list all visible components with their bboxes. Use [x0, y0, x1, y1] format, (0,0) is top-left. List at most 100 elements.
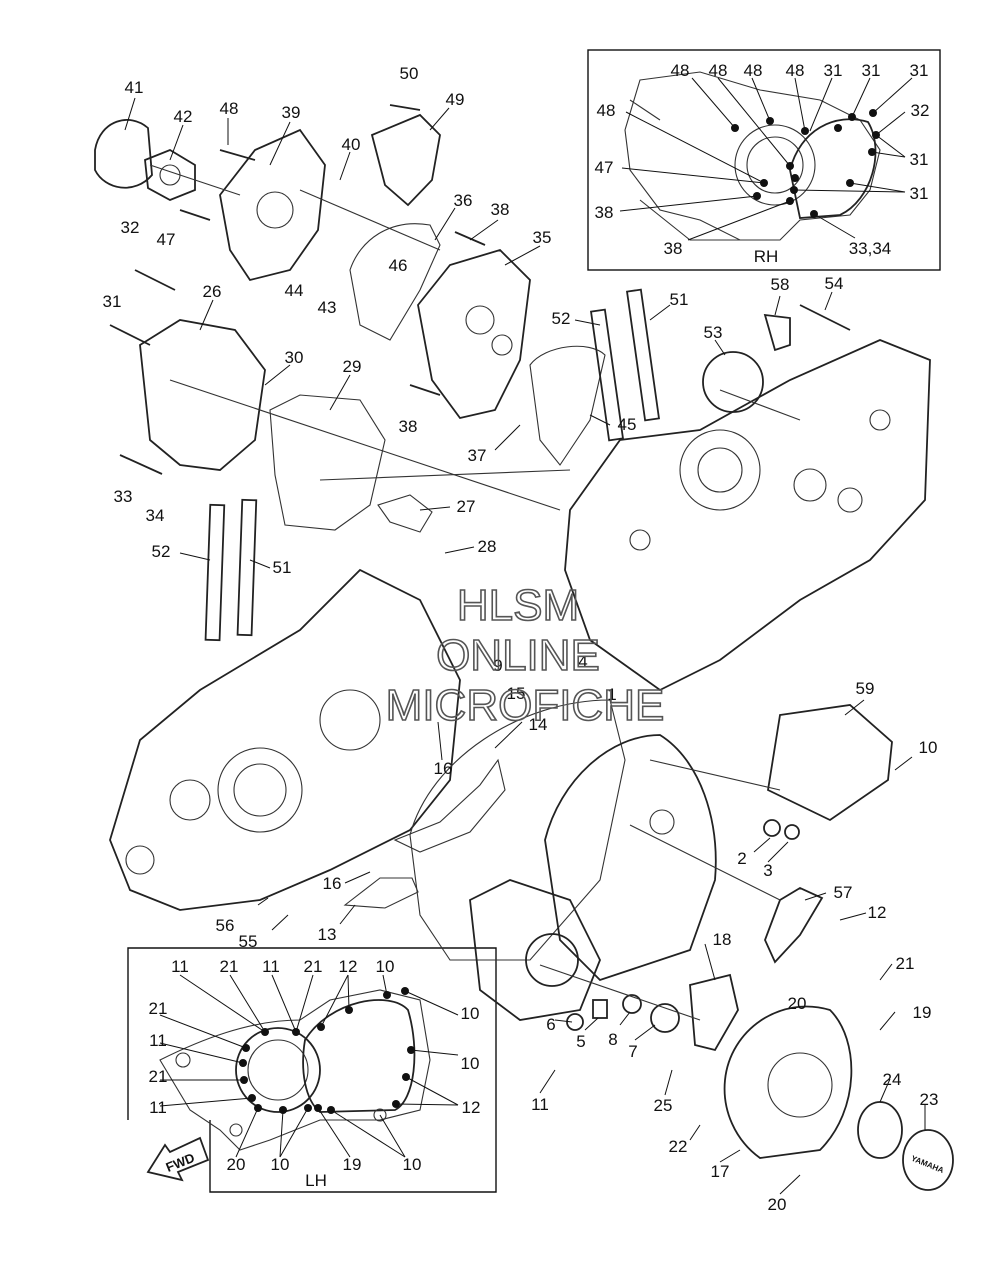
- callout-label: 21: [896, 954, 915, 973]
- callout-label: 10: [461, 1054, 480, 1073]
- callout-label: 45: [618, 415, 637, 434]
- callout-label: 32: [911, 101, 930, 120]
- assembly-lines: [149, 164, 801, 1021]
- callout-label: 38: [491, 200, 510, 219]
- callout-label: 38: [595, 203, 614, 222]
- callout-label: 10: [376, 957, 395, 976]
- watermark-line3: MICROFICHE: [386, 681, 665, 730]
- inset-lh-leaders: [159, 974, 459, 1158]
- callout-label: 11: [262, 957, 280, 976]
- callout-label: 48: [709, 61, 728, 80]
- crankcase-left: [109, 568, 461, 911]
- inset-lh-title: LH: [305, 1171, 327, 1190]
- callout-label: 15: [507, 684, 526, 703]
- callout-label: 48: [220, 99, 239, 118]
- callout-label: 20: [768, 1195, 787, 1214]
- inset-lh-drawing: [159, 989, 431, 1151]
- callout-label: 40: [342, 135, 361, 154]
- callout-label: 31: [824, 61, 843, 80]
- callout-label: 6: [546, 1015, 555, 1034]
- callout-label: 12: [462, 1098, 481, 1117]
- callout-label: 10: [271, 1155, 290, 1174]
- callout-label: 55: [239, 932, 258, 951]
- callout-label: 59: [856, 679, 875, 698]
- callout-label: 11: [171, 957, 189, 976]
- callout-label: 42: [174, 107, 193, 126]
- callout-label: 11: [531, 1095, 549, 1114]
- inset-rh-leaders: [619, 77, 913, 241]
- watermark-line1: HLSM: [457, 581, 579, 630]
- callout-label: 24: [883, 1070, 902, 1089]
- callout-label: 36: [454, 191, 473, 210]
- inset-lh-box: [127, 947, 497, 1193]
- callout-label: 31: [910, 150, 929, 169]
- callout-label: 10: [919, 738, 938, 757]
- callout-label: 48: [671, 61, 690, 80]
- inset-rh-labels: 48 48 48 48 31 31 31 48 32 31 47 31 38 3…: [595, 61, 930, 266]
- callout-label: 18: [713, 930, 732, 949]
- callout-label: 26: [203, 282, 222, 301]
- callout-label: 56: [216, 916, 235, 935]
- callout-label: 14: [529, 715, 548, 734]
- callout-label: 43: [318, 298, 337, 317]
- callout-label: 33: [114, 487, 133, 506]
- cover-brand: YAMAHA: [910, 1154, 945, 1175]
- callout-label: 11: [149, 1098, 167, 1117]
- callout-label: 13: [318, 925, 337, 944]
- callout-label: 37: [468, 446, 487, 465]
- callout-label: 30: [285, 348, 304, 367]
- callout-label: 19: [343, 1155, 362, 1174]
- callout-label: 48: [744, 61, 763, 80]
- callout-label: 50: [400, 64, 419, 83]
- callout-label: 54: [825, 274, 844, 293]
- callout-label: 19: [913, 1003, 932, 1022]
- callout-label: 7: [628, 1042, 637, 1061]
- callout-label: 52: [152, 542, 171, 561]
- callout-label: 47: [157, 230, 176, 249]
- callout-label: 35: [533, 228, 552, 247]
- callout-label: 49: [446, 90, 465, 109]
- callout-label: 57: [834, 883, 853, 902]
- callout-label: 31: [103, 292, 122, 311]
- callout-label: 22: [669, 1137, 688, 1156]
- callout-label: 3: [763, 861, 772, 880]
- fwd-arrow: FWD: [146, 1136, 210, 1182]
- callout-label: 4: [578, 652, 587, 671]
- callout-label: 20: [227, 1155, 246, 1174]
- callout-label: 16: [323, 874, 342, 893]
- callout-label: 58: [771, 275, 790, 294]
- callout-label: 12: [868, 903, 887, 922]
- main-leaders: [124, 97, 926, 1195]
- main-callout-labels: 41 42 48 39 50 49 40 47 32 44 43 46 36 3…: [103, 64, 939, 1214]
- upper-left-covers: [94, 113, 606, 533]
- callout-label: 9: [493, 656, 502, 675]
- callout-label: 38: [664, 239, 683, 258]
- callout-label: 53: [704, 323, 723, 342]
- callout-label: 48: [786, 61, 805, 80]
- callout-label: 41: [125, 78, 144, 97]
- inset-rh-box: [587, 49, 941, 271]
- callout-label: 12: [339, 957, 358, 976]
- callout-label: 1: [607, 685, 616, 704]
- callout-label: 16: [434, 759, 453, 778]
- callout-label: 32: [121, 218, 140, 237]
- right-side-parts: YAMAHA: [566, 704, 954, 1191]
- crankcase-right: [564, 339, 931, 692]
- callout-label: 17: [711, 1162, 730, 1181]
- inset-rh-title: RH: [754, 247, 779, 266]
- bolts-and-studs: [109, 104, 851, 642]
- inset-lh-labels: 11 21 11 21 12 10 21 10 11 10 21 12 11 2…: [149, 957, 481, 1190]
- callout-label: 39: [282, 103, 301, 122]
- callout-label: 11: [149, 1031, 167, 1050]
- callout-label: 33,34: [849, 239, 892, 258]
- callout-label: 29: [343, 357, 362, 376]
- callout-label: 21: [149, 1067, 168, 1086]
- callout-label: 21: [304, 957, 323, 976]
- inset-rh-drawing: [624, 71, 881, 241]
- callout-label: 38: [399, 417, 418, 436]
- callout-label: 28: [478, 537, 497, 556]
- callout-label: 51: [273, 558, 292, 577]
- callout-label: 21: [220, 957, 239, 976]
- callout-label: 23: [920, 1090, 939, 1109]
